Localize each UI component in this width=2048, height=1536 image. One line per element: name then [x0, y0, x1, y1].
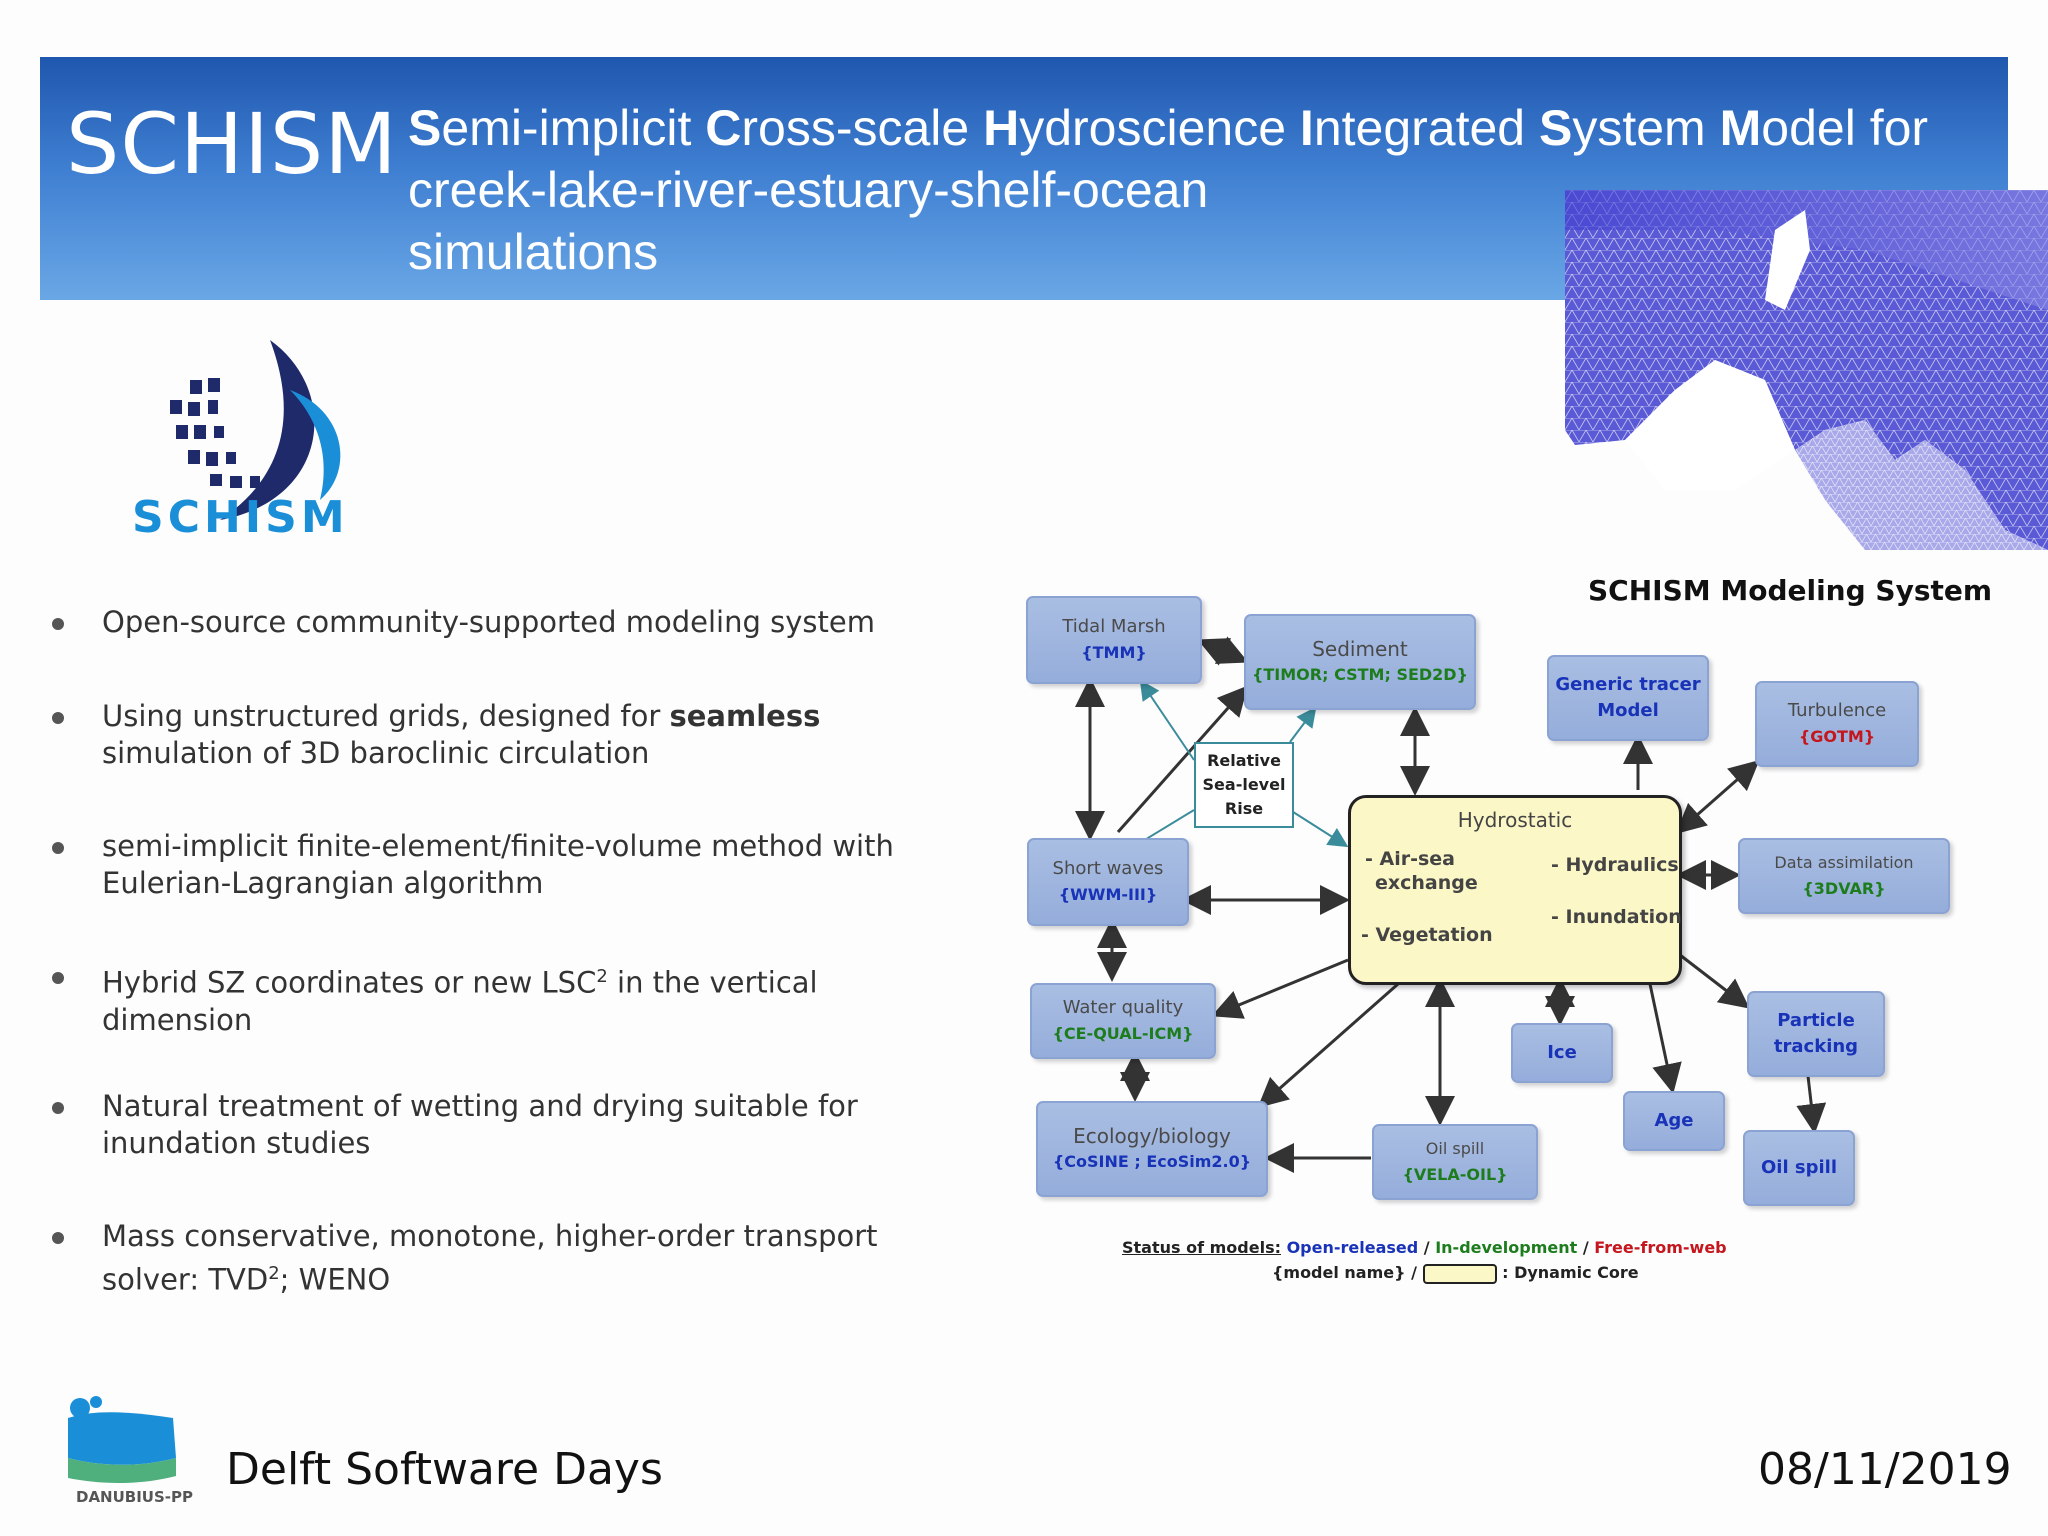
box-turbulence: Turbulence {GOTM} [1755, 681, 1919, 767]
diagram-legend: Status of models: Open-released / In-dev… [1122, 1238, 1727, 1284]
bullet-icon [52, 1232, 64, 1244]
footer-event: Delft Software Days [226, 1444, 663, 1495]
box-water-quality: Water quality {CE-QUAL-ICM} [1030, 983, 1216, 1059]
diagram-title: SCHISM Modeling System [1588, 574, 1993, 607]
bullet-icon [52, 842, 64, 854]
bullet-icon [52, 1102, 64, 1114]
box-short-waves: Short waves {WWM-III} [1027, 838, 1189, 926]
schism-logo-wordmark: SCHISM [132, 492, 349, 543]
subtitle-line-2: creek-lake-river-estuary-shelf-ocean [408, 162, 1209, 218]
bullet-icon [52, 618, 64, 630]
schism-logo-icon [170, 340, 341, 520]
box-oil-spill-vela: Oil spill {VELA-OIL} [1372, 1124, 1538, 1200]
header-banner: SCHISM Semi-implicit Cross-scale Hydrosc… [40, 57, 2008, 300]
box-data-assimilation: Data assimilation {3DVAR} [1738, 838, 1950, 914]
box-sediment: Sediment {TIMOR; CSTM; SED2D} [1244, 614, 1476, 710]
footer-date: 08/11/2019 [1758, 1444, 2012, 1495]
danubius-logo-text: DANUBIUS-PP [76, 1488, 194, 1506]
header-subtitle: Semi-implicit Cross-scale Hydroscience I… [408, 97, 1968, 283]
subtitle-line-3: simulations [408, 224, 659, 280]
subtitle-line-1: Semi-implicit Cross-scale Hydroscience I… [408, 100, 1929, 156]
bullet-icon [52, 972, 64, 984]
mesh-image [1565, 190, 2048, 550]
box-ice: Ice [1511, 1023, 1613, 1083]
hydrostatic-core: Hydrostatic - Air-sea exchange - Hydraul… [1348, 795, 1682, 985]
bullet-icon [52, 712, 64, 724]
box-oil-spill: Oil spill [1743, 1130, 1855, 1206]
box-tidal-marsh: Tidal Marsh {TMM} [1026, 596, 1202, 684]
box-particle-tracking: Particle tracking [1747, 991, 1885, 1077]
legend-core-swatch [1422, 1263, 1497, 1284]
box-generic-tracer: Generic tracer Model [1547, 655, 1709, 741]
box-age: Age [1623, 1091, 1725, 1151]
header-title: SCHISM [66, 95, 398, 193]
box-ecology-biology: Ecology/biology {CoSINE ; EcoSim2.0} [1036, 1101, 1268, 1197]
danubius-logo-icon [68, 1396, 176, 1483]
relative-sea-level-rise: Relative Sea-level Rise [1194, 742, 1294, 828]
